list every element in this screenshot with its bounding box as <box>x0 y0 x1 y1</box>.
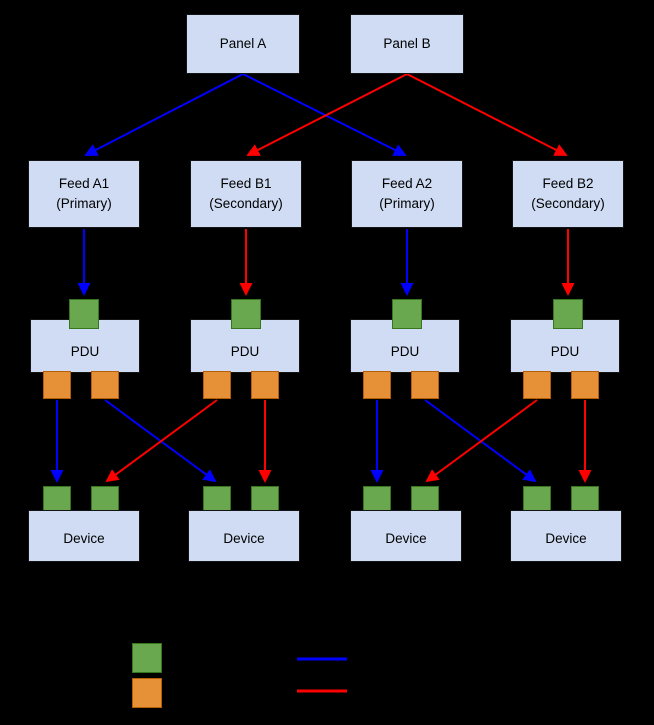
node-pdu-2-label: PDU <box>230 343 260 359</box>
node-pdu-1-label: PDU <box>70 343 100 359</box>
node-feed-b1-name: Feed B1 <box>220 175 272 191</box>
arrow-pdu2-device1 <box>105 399 218 483</box>
device4-input-port-left <box>523 486 551 514</box>
node-device-2-label: Device <box>223 530 265 546</box>
node-device-3: Device <box>350 510 462 562</box>
node-feed-a2-role: (Primary) <box>379 196 435 211</box>
device1-input-port-right <box>91 486 119 514</box>
legend-output-port-swatch <box>132 678 162 708</box>
device4-input-port-right <box>571 486 599 514</box>
arrow-panel-a-feed-a1 <box>84 73 244 156</box>
node-device-1-label: Device <box>63 530 105 546</box>
node-device-4-label: Device <box>545 530 587 546</box>
pdu4-output-port-right <box>571 371 599 399</box>
pdu2-input-port <box>231 299 261 329</box>
arrow-pdu3-device4 <box>424 399 537 483</box>
node-device-3-label: Device <box>385 530 427 546</box>
arrow-pdu4-device3 <box>425 399 538 483</box>
pdu3-input-port <box>392 299 422 329</box>
pdu1-output-port-right <box>91 371 119 399</box>
pdu1-input-port <box>69 299 99 329</box>
node-feed-b2: Feed B2 (Secondary) <box>512 160 624 228</box>
node-device-4: Device <box>510 510 622 562</box>
arrow-panel-a-feed-a2 <box>242 73 407 156</box>
node-feed-b1: Feed B1 (Secondary) <box>190 160 302 228</box>
pdu1-output-port-left <box>43 371 71 399</box>
arrow-panel-b-feed-b2 <box>406 73 568 156</box>
node-pdu-1: PDU <box>30 319 140 373</box>
arrow-pdu1-device2 <box>104 399 217 483</box>
node-panel-a-label: Panel A <box>219 35 267 51</box>
node-panel-a: Panel A <box>186 14 300 74</box>
node-panel-b: Panel B <box>350 14 464 74</box>
pdu3-output-port-left <box>363 371 391 399</box>
node-feed-b2-name: Feed B2 <box>542 175 594 191</box>
node-feed-a1: Feed A1 (Primary) <box>28 160 140 228</box>
legend-input-port-swatch <box>132 643 162 673</box>
node-feed-a2: Feed A2 (Primary) <box>351 160 463 228</box>
node-feed-b1-role: (Secondary) <box>209 196 283 211</box>
node-device-1: Device <box>28 510 140 562</box>
node-feed-a1-name: Feed A1 <box>58 175 110 191</box>
node-feed-b2-role: (Secondary) <box>531 196 605 211</box>
device3-input-port-right <box>411 486 439 514</box>
node-device-2: Device <box>188 510 300 562</box>
node-panel-b-label: Panel B <box>383 35 431 51</box>
device2-input-port-right <box>251 486 279 514</box>
node-feed-a1-role: (Primary) <box>56 196 112 211</box>
device2-input-port-left <box>203 486 231 514</box>
pdu3-output-port-right <box>411 371 439 399</box>
node-pdu-3-label: PDU <box>390 343 420 359</box>
pdu2-output-port-right <box>251 371 279 399</box>
node-pdu-4-label: PDU <box>550 343 580 359</box>
pdu4-output-port-left <box>523 371 551 399</box>
pdu4-input-port <box>553 299 583 329</box>
arrow-panel-b-feed-b1 <box>246 73 408 156</box>
pdu2-output-port-left <box>203 371 231 399</box>
node-feed-a2-name: Feed A2 <box>381 175 433 191</box>
